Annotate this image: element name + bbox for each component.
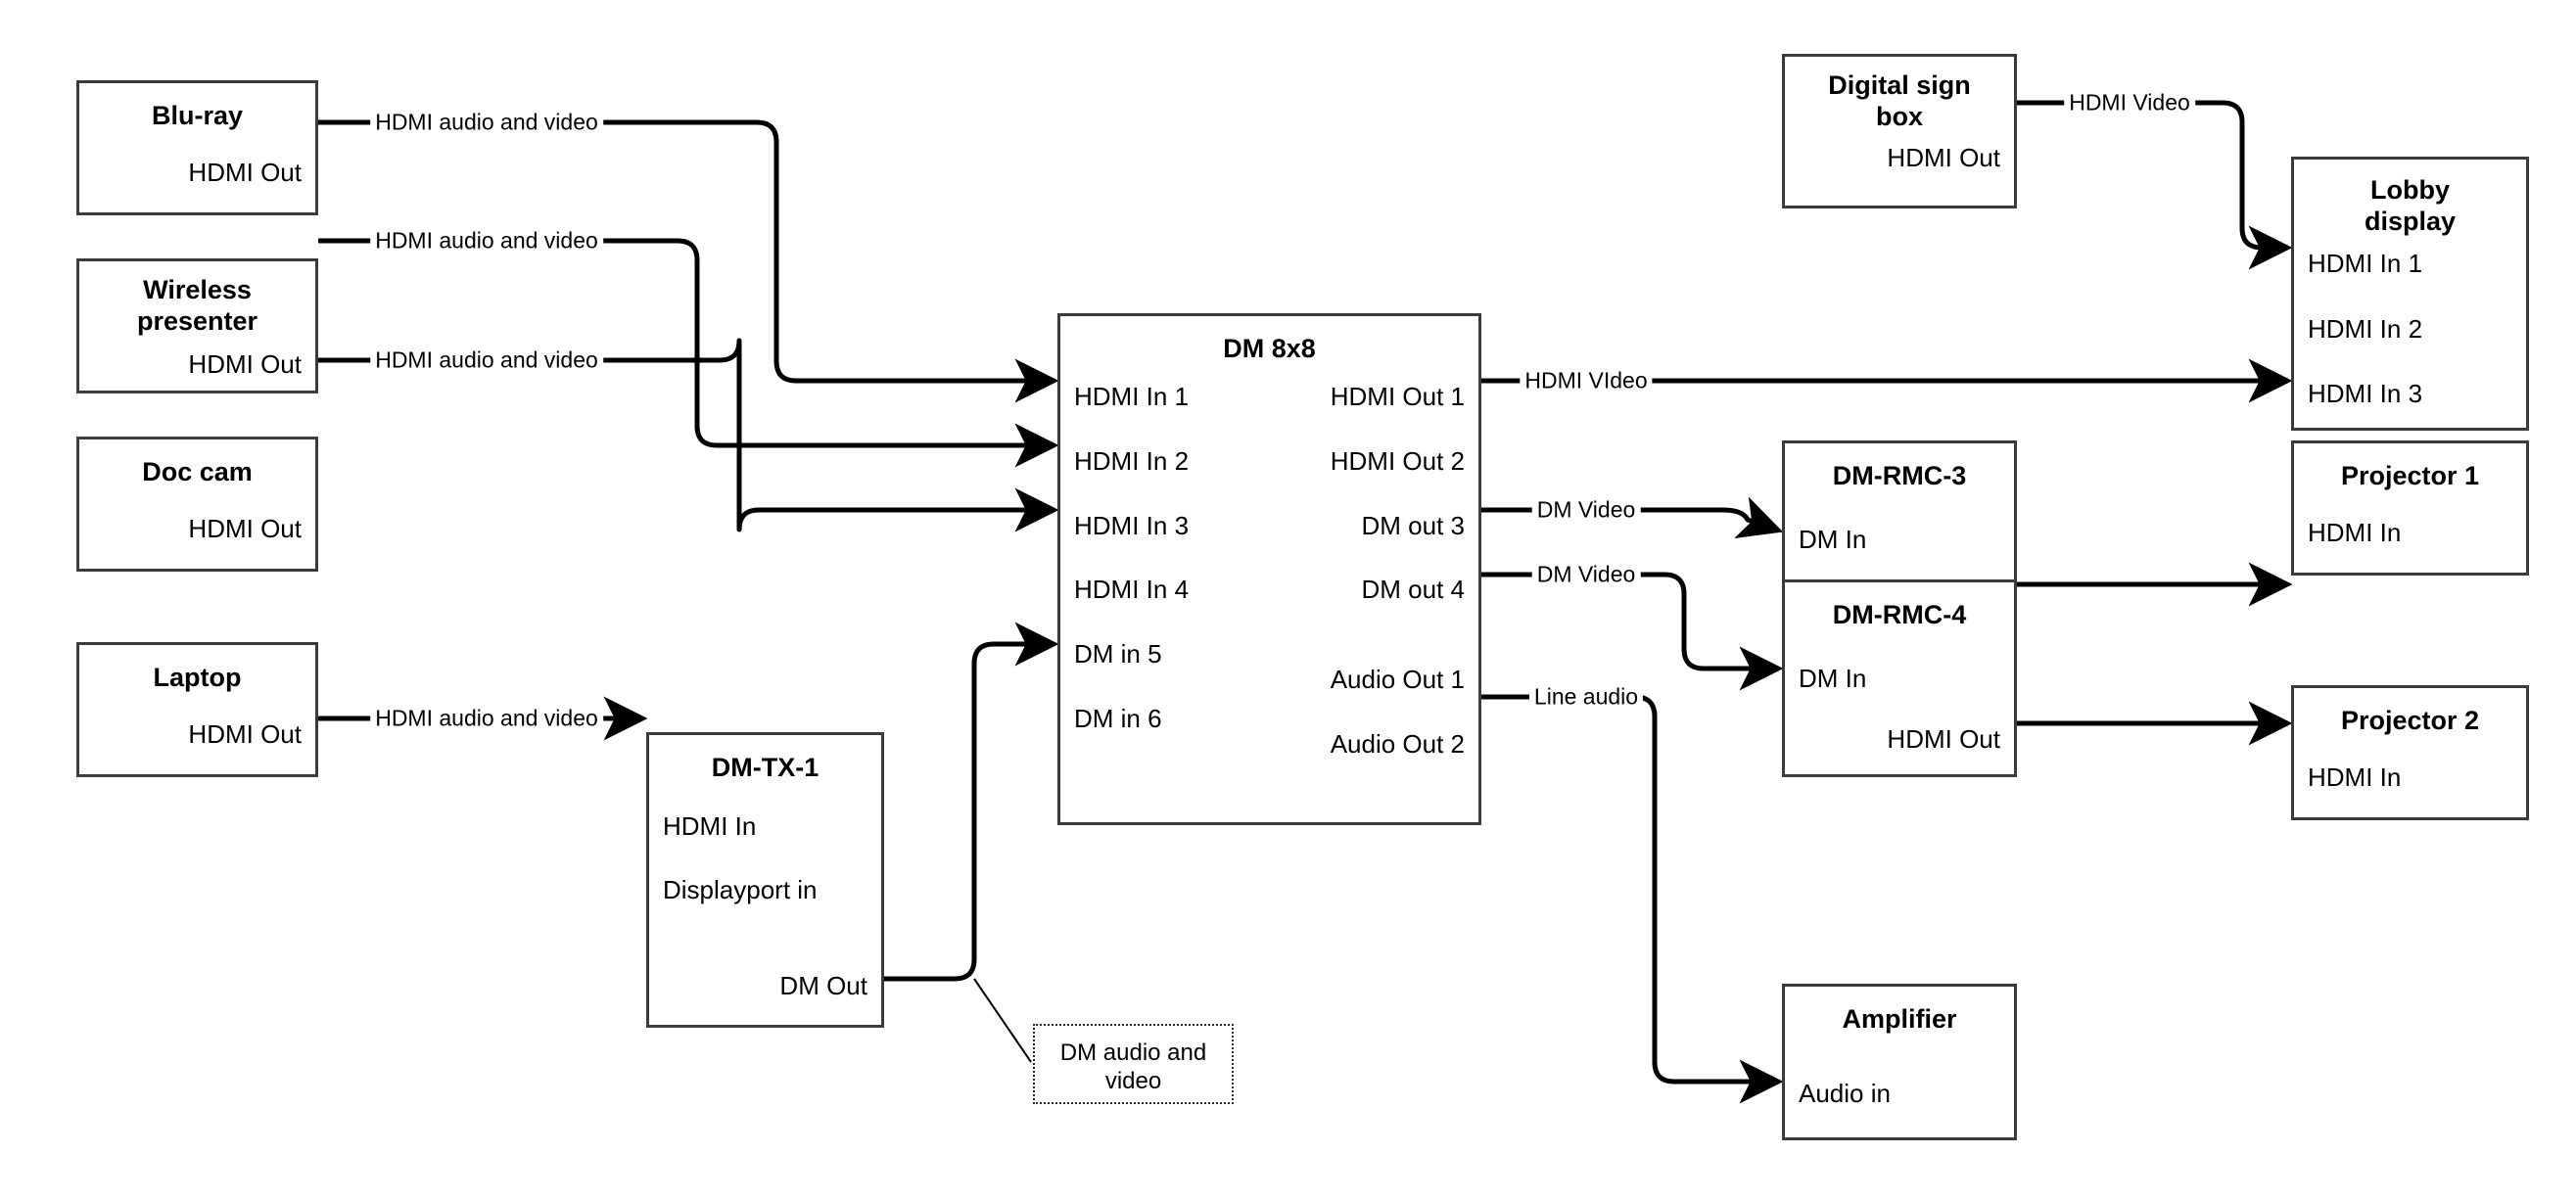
- node-title-laptop: Laptop: [153, 663, 242, 692]
- port-dm-tx-1-dm-out[interactable]: DM Out: [779, 971, 867, 1000]
- port-lobby-display-hdmi-in-3[interactable]: HDMI In 3: [2308, 379, 2423, 408]
- port-dm-rmc-3-dm-in[interactable]: DM In: [1799, 525, 1867, 554]
- port-dm-8x8-hdmi-out-2[interactable]: HDMI Out 2: [1330, 446, 1465, 476]
- edge-label-dm-out-4-to-rmc-4: DM Video: [1531, 563, 1641, 586]
- port-dm-8x8-dm-in-5[interactable]: DM in 5: [1074, 639, 1162, 669]
- port-dm-rmc-4-hdmi-out[interactable]: HDMI Out: [1887, 724, 2000, 754]
- port-dm-8x8-hdmi-in-2[interactable]: HDMI In 2: [1074, 446, 1190, 476]
- node-title-amplifier: Amplifier: [1842, 1004, 1957, 1034]
- node-title-projector-1: Projector 1: [2340, 461, 2480, 490]
- port-dm-8x8-hdmi-in-1[interactable]: HDMI In 1: [1074, 382, 1190, 411]
- connection-dmtx-callout-leader: [973, 978, 1032, 1063]
- node-title-dm-tx-1: DM-TX-1: [711, 753, 820, 782]
- port-projector-2-hdmi-in[interactable]: HDMI In: [2308, 762, 2402, 792]
- node-dm-rmc-4[interactable]: DM-RMC-4 DM In HDMI Out: [1782, 579, 2017, 777]
- connection-wireless-to-dm-in-2: [318, 238, 1059, 468]
- port-projector-1-hdmi-in[interactable]: HDMI In: [2308, 518, 2402, 547]
- connection-audio-out-1-to-amplifier: [1481, 694, 1784, 1104]
- node-title-doc-cam: Doc cam: [142, 457, 253, 486]
- port-doc-cam-hdmi-out[interactable]: HDMI Out: [188, 514, 302, 543]
- node-projector-1[interactable]: Projector 1 HDMI In: [2291, 440, 2529, 576]
- port-dm-8x8-dm-in-6[interactable]: DM in 6: [1074, 704, 1162, 733]
- node-title-projector-2: Projector 2: [2340, 706, 2480, 735]
- port-dm-tx-1-hdmi-in[interactable]: HDMI In: [663, 811, 757, 841]
- port-blu-ray-hdmi-out[interactable]: HDMI Out: [188, 158, 302, 187]
- connection-digital-sign-to-lobby-in-1: [2017, 100, 2293, 270]
- edge-label-bluray-to-dm-in-1: HDMI audio and video: [370, 111, 603, 134]
- edge-label-audio-out-1-to-amplifier: Line audio: [1528, 685, 1644, 709]
- port-laptop-hdmi-out[interactable]: HDMI Out: [188, 719, 302, 749]
- port-lobby-display-hdmi-in-2[interactable]: HDMI In 2: [2308, 314, 2423, 344]
- edge-label-laptop-to-dmtx: HDMI audio and video: [370, 707, 603, 730]
- connection-dmtx-to-dm-in-5: [884, 622, 1059, 982]
- node-projector-2[interactable]: Projector 2 HDMI In: [2291, 685, 2529, 820]
- port-dm-8x8-hdmi-in-3[interactable]: HDMI In 3: [1074, 511, 1190, 540]
- port-dm-8x8-hdmi-in-4[interactable]: HDMI In 4: [1074, 575, 1190, 604]
- node-title-dm-rmc-4: DM-RMC-4: [1832, 600, 1967, 629]
- port-dm-8x8-audio-out-2[interactable]: Audio Out 2: [1330, 729, 1465, 759]
- port-wireless-presenter-hdmi-out[interactable]: HDMI Out: [188, 349, 302, 379]
- node-title-dm-rmc-3: DM-RMC-3: [1832, 461, 1967, 490]
- connection-dm-out-4-to-rmc-4: [1481, 572, 1784, 691]
- node-title-blu-ray: Blu-ray: [151, 101, 244, 130]
- edge-label-dm-out-3-to-rmc-3: DM Video: [1531, 498, 1641, 522]
- edge-label-wireless-to-dm-in-2: HDMI audio and video: [370, 229, 603, 253]
- edge-label-doccam-to-dm-in-3: HDMI audio and video: [370, 348, 603, 372]
- port-dm-tx-1-displayport-in[interactable]: Displayport in: [663, 875, 818, 904]
- port-lobby-display-hdmi-in-1[interactable]: HDMI In 1: [2308, 249, 2423, 278]
- port-amplifier-audio-in[interactable]: Audio in: [1799, 1079, 1891, 1108]
- port-dm-8x8-audio-out-1[interactable]: Audio Out 1: [1330, 665, 1465, 694]
- node-title-dm-8x8: DM 8x8: [1223, 334, 1316, 363]
- port-dm-rmc-4-dm-in[interactable]: DM In: [1799, 664, 1867, 693]
- port-dm-8x8-dm-out-4[interactable]: DM out 4: [1361, 575, 1466, 604]
- edge-label-digital-sign-to-lobby-in-1: HDMI Video: [2064, 91, 2195, 115]
- port-digital-sign-box-hdmi-out[interactable]: HDMI Out: [1887, 143, 2000, 172]
- port-dm-8x8-hdmi-out-1[interactable]: HDMI Out 1: [1330, 382, 1465, 411]
- port-dm-8x8-dm-out-3[interactable]: DM out 3: [1361, 511, 1466, 540]
- edge-label-dm-out-1-to-lobby-in-3: HDMI VIdeo: [1520, 369, 1653, 393]
